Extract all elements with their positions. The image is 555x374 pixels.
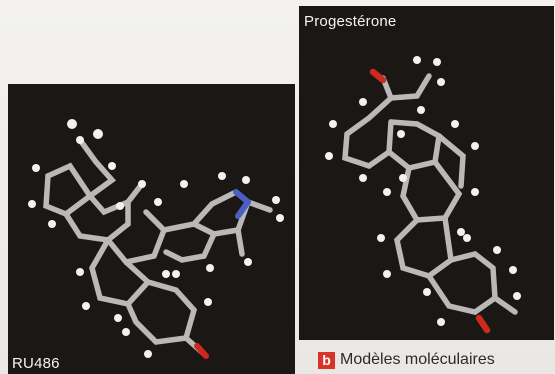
ru486-model-panel: RU486 — [8, 84, 295, 374]
progesterone-label: Progestérone — [304, 13, 397, 30]
figure-caption: b Modèles moléculaires — [318, 351, 495, 369]
ru486-label: RU486 — [12, 355, 60, 372]
caption-text: Modèles moléculaires — [340, 351, 495, 368]
ru486-molecule-illustration — [28, 119, 284, 359]
progesterone-model-panel: Progestérone — [299, 6, 554, 340]
progesterone-molecule-illustration — [325, 56, 521, 334]
caption-letter-badge: b — [318, 351, 335, 369]
